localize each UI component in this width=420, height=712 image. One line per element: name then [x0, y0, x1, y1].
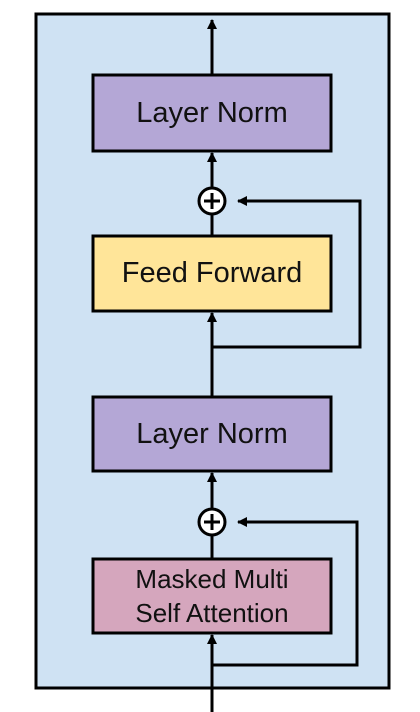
add-node-top: [197, 186, 227, 216]
residual-attention-path: [212, 517, 359, 667]
layer-norm-top-box: [91, 73, 333, 153]
layer-norm-bottom-box: [91, 395, 333, 473]
masked-attention-box: [91, 557, 333, 635]
add-node-bottom: [197, 507, 227, 537]
residual-ff-path: [212, 196, 362, 349]
feed-forward-box: [91, 234, 333, 313]
